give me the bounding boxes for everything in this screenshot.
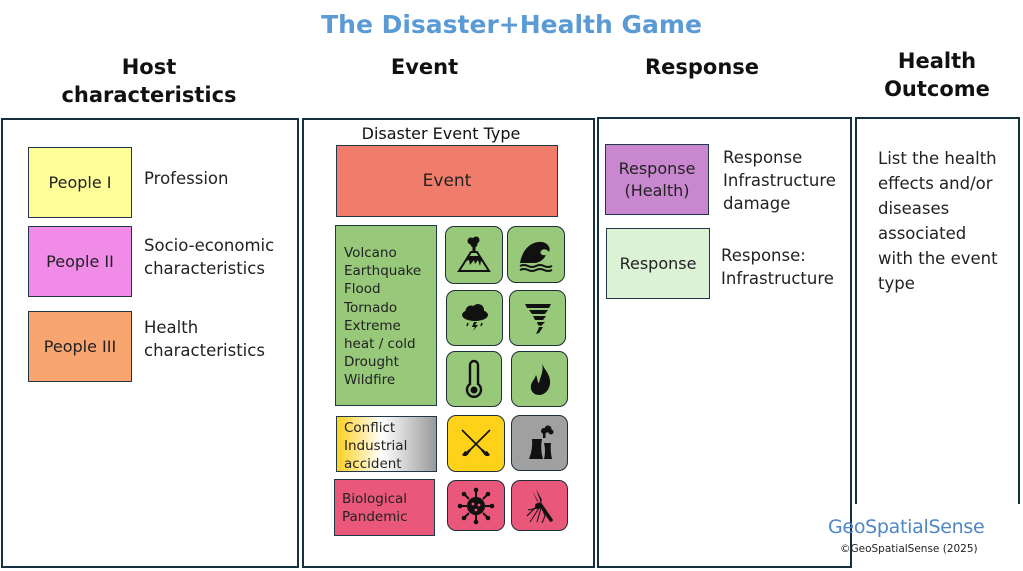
factory-smoke-icon [528,425,553,459]
wave-icon [519,241,553,272]
event-subtitle: Disaster Event Type [361,124,521,143]
host-heading: Host characteristics [0,53,298,109]
volcano-tile[interactable] [445,226,503,284]
list-item: heat / cold [344,336,416,353]
instruction-line: List the health [878,149,997,168]
list-item: Earthquake [344,263,422,280]
description-line: damage [723,194,791,213]
list-item: Industrial [344,438,408,455]
host-heading-line1: Host [121,55,177,79]
description-line: Response [723,148,803,167]
biological-tile[interactable] [511,480,568,531]
instruction-line: type [878,274,915,293]
crossed-swords-icon [461,428,491,456]
health-heading-line1: Health [897,49,977,73]
description-line: Infrastructure [721,269,834,288]
people-ii-description: Socio-economic characteristics [144,234,274,280]
storm-cloud-icon [461,304,488,331]
mosquito-icon [526,488,553,523]
card-label-line: (Health) [624,180,690,200]
instruction-line: diseases [878,199,950,218]
health-outcome-instructions: List the health effects and/or diseases … [878,146,998,296]
virus-icon [457,487,495,524]
description-line: Socio-economic [144,236,275,255]
page-title: The Disaster+Health Game [321,10,702,39]
event-heading: Event [390,55,459,79]
health-heading-line2: Outcome [884,77,990,101]
list-item: Pandemic [342,509,408,526]
instruction-line: associated [878,224,967,243]
list-item: Flood [344,281,381,298]
description-line: characteristics [144,259,265,278]
list-item: Volcano [344,245,397,261]
response-infrastructure-description: Response: Infrastructure [721,244,834,290]
card-label-line: Response [618,158,696,178]
response-health-card[interactable]: Response (Health) [605,144,709,215]
people-iii-card[interactable]: People III [28,311,132,382]
people-iii-description: Health characteristics [144,316,265,362]
thermometer-icon [465,359,483,398]
people-i-description: Profession [144,167,228,190]
wildfire-tile[interactable] [511,351,568,407]
list-item: accident [344,456,402,473]
health-outcome-panel [855,117,1020,504]
natural-hazards-list: Volcano Earthquake Flood Tornado Extreme… [335,225,437,406]
human-made-hazards-list: Conflict Industrial accident [336,416,437,472]
industrial-accident-tile[interactable] [511,415,568,471]
storm-tile[interactable] [446,290,503,346]
list-item: Extreme [344,317,401,334]
response-infrastructure-card[interactable]: Response [606,228,710,299]
flood-tile[interactable] [507,226,565,283]
tornado-icon [524,304,551,334]
list-item: Biological [342,491,408,507]
description-line: Response: [721,246,806,265]
instruction-line: with the event [878,249,998,268]
copyright-text: ©GeoSpatialSense (2025) [840,543,978,555]
list-item: Wildfire [344,372,396,389]
people-ii-card[interactable]: People II [28,226,132,297]
instruction-line: effects and/or [878,174,993,193]
list-item: Tornado [344,299,398,316]
host-heading-line2: characteristics [61,83,237,107]
list-item: Conflict [344,420,396,436]
volcano-icon [457,236,491,272]
list-item: Drought [344,354,399,371]
geospatialsense-logo: GeoSpatialSense [828,516,985,538]
extreme-temperature-tile[interactable] [446,351,502,407]
tornado-tile[interactable] [509,290,566,346]
health-heading: Health Outcome [855,47,1019,103]
description-line: Profession [144,169,229,188]
event-card[interactable]: Event [336,145,558,217]
response-heading: Response [644,55,760,79]
conflict-tile[interactable] [447,415,505,472]
fire-icon [530,363,550,395]
description-line: Infrastructure [723,171,836,190]
people-i-card[interactable]: People I [28,147,132,218]
description-line: Health [144,318,199,337]
response-health-description: Response Infrastructure damage [723,146,836,215]
biological-hazards-list: Biological Pandemic [334,479,435,536]
pandemic-tile[interactable] [447,480,505,531]
description-line: characteristics [144,341,265,360]
